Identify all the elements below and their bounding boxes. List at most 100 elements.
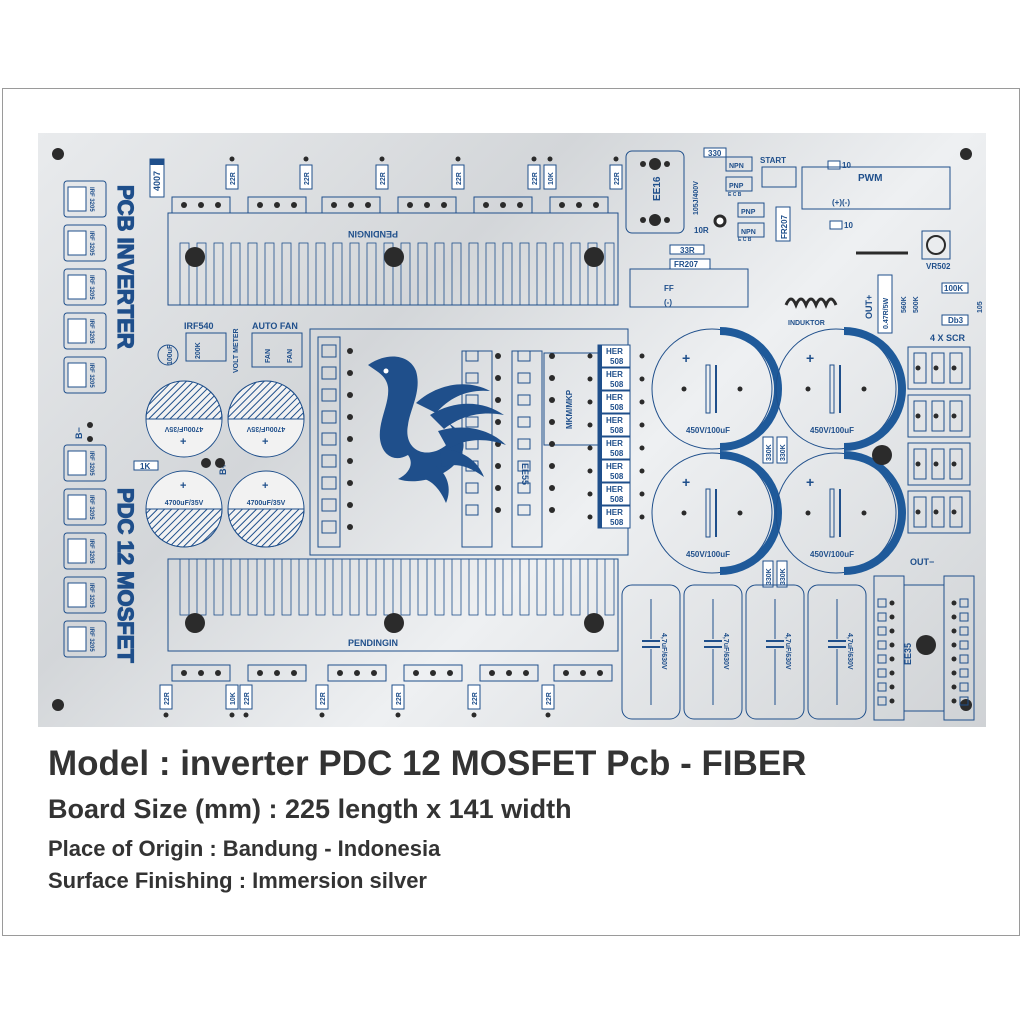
transformer-pin bbox=[465, 394, 479, 406]
svg-text:EE35: EE35 bbox=[903, 643, 913, 665]
pcb-label: 4700uF/35V bbox=[164, 425, 203, 432]
pcb-label: 508 bbox=[610, 380, 624, 389]
svg-text:100K: 100K bbox=[944, 284, 963, 293]
pcb-label: HER bbox=[606, 416, 623, 425]
svg-text:33R: 33R bbox=[680, 246, 695, 255]
mosfet-pad-strip bbox=[327, 664, 387, 682]
resistor: 22R bbox=[225, 156, 239, 190]
svg-text:VOLT METER: VOLT METER bbox=[233, 328, 240, 373]
pcb-label: HER bbox=[606, 347, 623, 356]
pcb-label: 4,7uF/630V bbox=[660, 633, 667, 670]
caption-model: Model : inverter PDC 12 MOSFET Pcb - FIB… bbox=[48, 744, 807, 783]
svg-text:FAN: FAN bbox=[265, 349, 272, 363]
svg-text:4007: 4007 bbox=[152, 171, 162, 191]
transformer-pin bbox=[877, 654, 887, 664]
pcb-label: 450V/100uF bbox=[686, 426, 730, 435]
pcb-label: 10K bbox=[230, 692, 237, 705]
svg-text:B−: B− bbox=[74, 427, 84, 439]
image-frame bbox=[2, 88, 1020, 936]
transformer-pin bbox=[517, 460, 531, 472]
transformer-pin bbox=[321, 520, 337, 534]
pcb-label: HER bbox=[606, 370, 623, 379]
pcb-label: 22R bbox=[304, 172, 311, 185]
pcb-label: 22R bbox=[456, 172, 463, 185]
pcb-label: 450V/100uF bbox=[686, 550, 730, 559]
resistor-330k: 330K bbox=[762, 560, 774, 588]
transformer-pin bbox=[517, 438, 531, 450]
scr bbox=[907, 490, 971, 534]
resistor: 22R bbox=[159, 684, 173, 718]
pcb-label: IRF 3205 bbox=[88, 495, 94, 520]
transformer-pin bbox=[959, 640, 969, 650]
pcb-label: + bbox=[262, 480, 268, 492]
pcb-label: 22R bbox=[532, 172, 539, 185]
pcb-label: 4,7uF/630V bbox=[846, 633, 853, 670]
heatsink-bottom: PENDINGIN bbox=[167, 558, 619, 652]
transformer-pin bbox=[959, 654, 969, 664]
pcb-label: 22R bbox=[244, 692, 251, 705]
pcb-label: 508 bbox=[610, 449, 624, 458]
pcb-label: 22R bbox=[380, 172, 387, 185]
transformer-pin bbox=[517, 350, 531, 362]
transformer-pin bbox=[465, 482, 479, 494]
transformer-pin bbox=[321, 344, 337, 358]
svg-text:FAN: FAN bbox=[287, 349, 294, 363]
mosfet: IRF 3205 bbox=[63, 268, 107, 306]
pcb-label: HER bbox=[606, 508, 623, 517]
transformer-pin bbox=[959, 612, 969, 622]
svg-text:105J/400V: 105J/400V bbox=[693, 181, 700, 215]
bird-logo bbox=[368, 356, 506, 503]
mosfet: IRF 3205 bbox=[63, 356, 107, 394]
mkm-label: MKM/MKP bbox=[565, 389, 574, 429]
capacitor-4-7uf: 4,7uF/630V bbox=[683, 584, 743, 720]
svg-text:E C B: E C B bbox=[728, 192, 742, 198]
resistor: 22R bbox=[541, 684, 555, 718]
svg-text:500K: 500K bbox=[913, 296, 920, 313]
scr bbox=[907, 442, 971, 486]
svg-text:START: START bbox=[760, 156, 786, 165]
bulk-capacitors: +450V/100uF+450V/100uF+450V/100uF+450V/1… bbox=[651, 327, 906, 588]
pcb-label: 508 bbox=[610, 472, 624, 481]
svg-text:B+: B+ bbox=[218, 463, 228, 475]
resistor: 22R bbox=[391, 684, 405, 718]
left-middle-section: IRF540 200K VOLT METER AUTO FAN FAN FAN … bbox=[74, 321, 303, 475]
scr bbox=[907, 394, 971, 438]
heatsink-top-label: PENDINGIN bbox=[348, 229, 398, 239]
transformer-pin bbox=[517, 372, 531, 384]
resistor: 10K bbox=[225, 684, 239, 718]
transformer-pin bbox=[465, 372, 479, 384]
resistor: 22R bbox=[315, 684, 329, 718]
resistor: 22R bbox=[451, 156, 465, 190]
resistor-330k: 330K bbox=[776, 560, 788, 588]
svg-text:330: 330 bbox=[708, 149, 722, 158]
transformer-pin bbox=[877, 598, 887, 608]
resistor-330k: 330K bbox=[776, 436, 788, 464]
transformer-pin bbox=[321, 388, 337, 402]
pcb-label: 4700uF/35V bbox=[246, 425, 285, 432]
svg-text:105: 105 bbox=[977, 301, 984, 313]
transformer-pin bbox=[517, 416, 531, 428]
pcb-label: + bbox=[682, 474, 690, 490]
mosfet: IRF 3205 bbox=[63, 620, 107, 658]
mosfet-pad-strip bbox=[553, 664, 613, 682]
pcb-label: + bbox=[262, 436, 268, 448]
capacitor-4700uf: 4700uF/35V+ bbox=[145, 470, 223, 548]
svg-text:(-): (-) bbox=[664, 298, 672, 307]
resistor: 22R bbox=[299, 156, 313, 190]
pcb-label: IRF 3205 bbox=[88, 539, 94, 564]
scr bbox=[907, 346, 971, 390]
pcb-label: 330K bbox=[766, 444, 773, 461]
ee55-label: EE55 bbox=[520, 463, 530, 485]
mosfet: IRF 3205 bbox=[63, 576, 107, 614]
svg-text:560K: 560K bbox=[901, 296, 908, 313]
bulk-capacitor-450v: +450V/100uF bbox=[775, 327, 906, 451]
pcb-label: 4700uF/35V bbox=[247, 500, 286, 507]
pcb-label: 4700uF/35V bbox=[165, 500, 204, 507]
transformer-pin bbox=[321, 476, 337, 490]
capacitor-4700uf: 4700uF/35V + bbox=[227, 380, 305, 458]
resistor: 22R bbox=[609, 156, 623, 190]
